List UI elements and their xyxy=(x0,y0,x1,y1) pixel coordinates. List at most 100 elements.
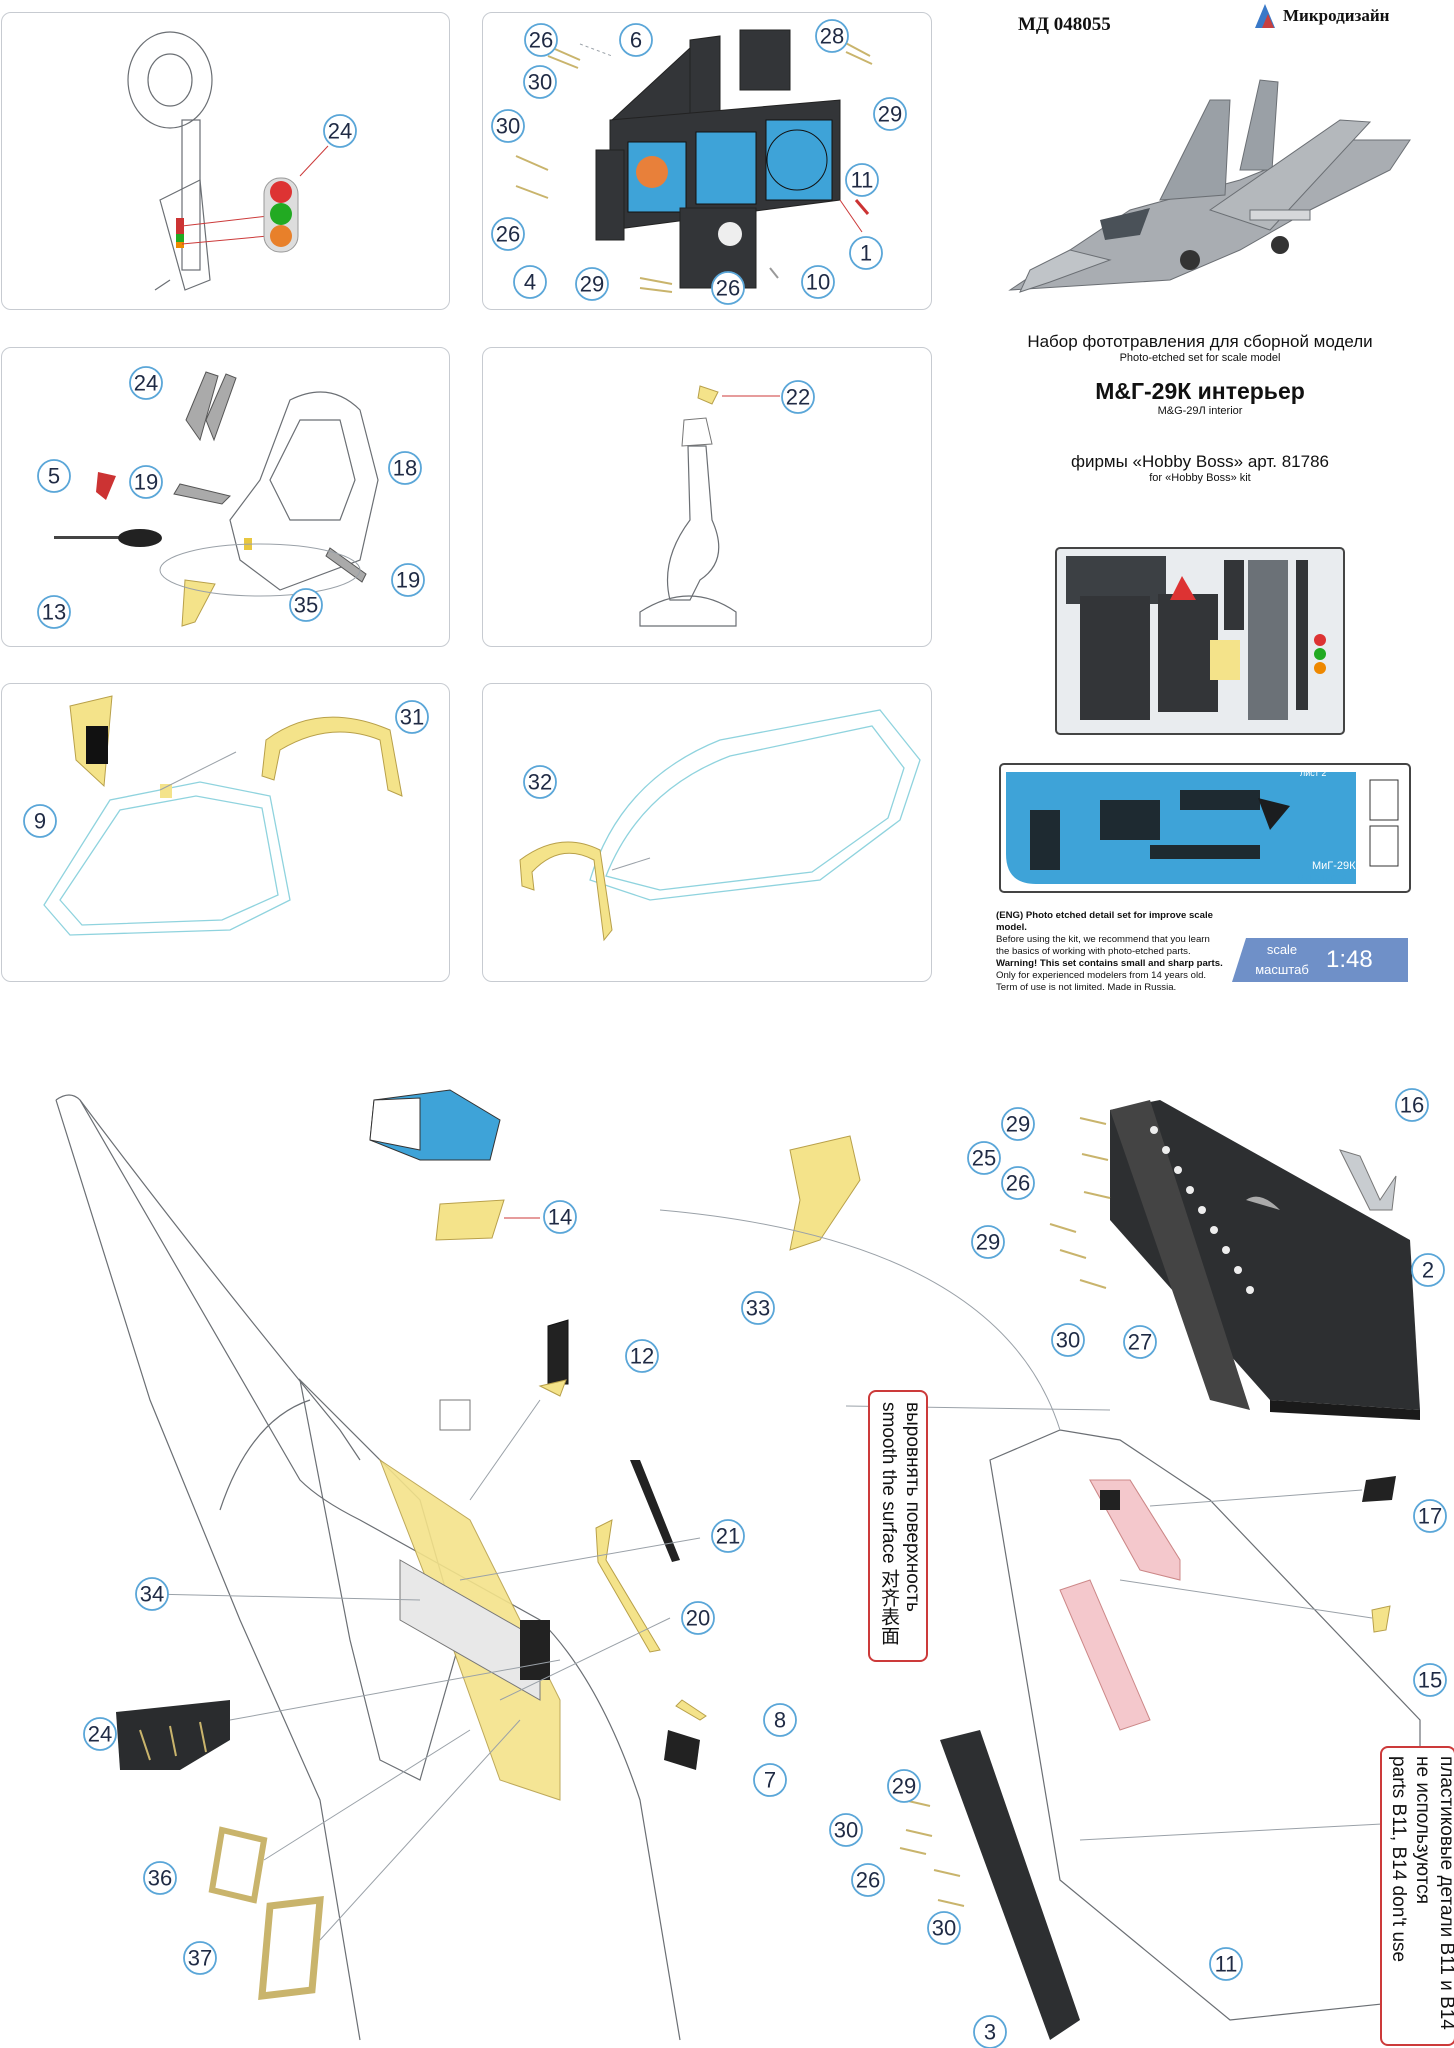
callout-number: 29 xyxy=(580,272,604,297)
callout-ring xyxy=(781,380,815,414)
eng-notes: (ENG) Photo etched detail set for improv… xyxy=(996,910,1236,994)
unused-parts-note: пластиковые детали B11 и B14 не использу… xyxy=(1380,1746,1454,2046)
callout-number: 24 xyxy=(88,1722,112,1747)
callout-number: 12 xyxy=(630,1344,654,1369)
part-24-lower xyxy=(116,1700,230,1770)
callout-number: 26 xyxy=(716,276,740,301)
part-callout: 5 xyxy=(37,459,71,493)
part-callout: 26 xyxy=(851,1863,885,1897)
part-callout: 24 xyxy=(323,114,357,148)
rear-cockpit-box xyxy=(989,1429,1421,2021)
fret-sheet-label: лист 2 xyxy=(1300,768,1327,778)
part-callout: 30 xyxy=(927,1911,961,1945)
callout-number: 32 xyxy=(528,770,552,795)
callout-ring xyxy=(741,1291,775,1325)
callout-number: 26 xyxy=(496,222,520,247)
callout-number: 10 xyxy=(806,270,830,295)
control-stick-drawing xyxy=(639,385,780,627)
callout-number: 29 xyxy=(976,1230,1000,1255)
callout-number: 30 xyxy=(1056,1328,1080,1353)
part-callout: 16 xyxy=(1395,1088,1429,1122)
fret-plane-label: МиГ-29К xyxy=(1312,860,1356,872)
callout-number: 29 xyxy=(892,1774,916,1799)
callout-ring xyxy=(289,588,323,622)
part-callout: 14 xyxy=(543,1200,577,1234)
part-callout: 12 xyxy=(625,1339,659,1373)
eng-line: Term of use is not limited. Made in Russ… xyxy=(996,982,1177,993)
callout-number: 34 xyxy=(140,1582,164,1607)
callout-number: 11 xyxy=(851,168,874,193)
callout-ring xyxy=(887,1769,921,1803)
callout-ring xyxy=(323,114,357,148)
en-subtitle: Photo-etched set for scale model xyxy=(1119,352,1281,364)
callout-ring xyxy=(763,1703,797,1737)
callout-ring xyxy=(523,65,557,99)
callout-number: 14 xyxy=(548,1205,572,1230)
part-callout: 19 xyxy=(129,465,163,499)
callout-number: 27 xyxy=(1128,1330,1152,1355)
callout-ring xyxy=(23,804,57,838)
callout-ring xyxy=(711,271,745,305)
panel-rear-canopy xyxy=(482,683,932,982)
callout-ring xyxy=(491,217,525,251)
callout-ring xyxy=(873,97,907,131)
callout-ring xyxy=(681,1601,715,1635)
callout-number: 13 xyxy=(42,600,66,625)
callout-number: 22 xyxy=(786,385,810,410)
part-callout: 24 xyxy=(129,366,163,400)
front-canopy-drawing xyxy=(43,695,403,936)
part-callout: 22 xyxy=(781,380,815,414)
eng-line: (ENG) Photo etched detail set for improv… xyxy=(996,910,1213,933)
part-callout: 10 xyxy=(801,265,835,299)
eng-line: the basics of working with photo-etched … xyxy=(996,946,1191,957)
callout-number: 24 xyxy=(328,119,352,144)
part-callout: 30 xyxy=(491,109,525,143)
part-37 xyxy=(258,1896,324,2000)
callout-ring xyxy=(1001,1166,1035,1200)
callout-number: 29 xyxy=(1006,1112,1030,1137)
part-callout: 36 xyxy=(143,1861,177,1895)
kit-block: фирмы «Hobby Boss» арт. 81786 for «Hobby… xyxy=(1000,452,1400,484)
callout-number: 36 xyxy=(148,1866,172,1891)
part-20 xyxy=(595,1519,661,1653)
callout-number: 26 xyxy=(1006,1171,1030,1196)
callout-ring xyxy=(37,459,71,493)
en-title: M&G-29Л interior xyxy=(1157,405,1243,417)
part-callout: 30 xyxy=(1051,1323,1085,1357)
callout-ring xyxy=(395,700,429,734)
product-code: МД 048055 xyxy=(1018,14,1111,35)
part-36 xyxy=(208,1826,268,1904)
part-callout: 9 xyxy=(23,804,57,838)
callout-number: 25 xyxy=(972,1146,996,1171)
part-14-group xyxy=(369,1089,540,1241)
part-callout: 26 xyxy=(1001,1166,1035,1200)
part-callout: 26 xyxy=(524,23,558,57)
callout-number: 28 xyxy=(820,24,844,49)
callout-number: 5 xyxy=(48,464,60,489)
callout-ring xyxy=(129,465,163,499)
callout-ring xyxy=(1411,1253,1445,1287)
ejection-seat-drawing xyxy=(54,371,379,627)
smooth-note-ru: выровнять поверхность xyxy=(902,1402,923,1612)
panel-landing-gear xyxy=(1,12,450,310)
callout-number: 35 xyxy=(294,593,318,618)
callout-ring xyxy=(753,1763,787,1797)
callout-number: 24 xyxy=(134,371,158,396)
callout-number: 30 xyxy=(528,70,552,95)
main-fuselage-drawing xyxy=(55,1094,681,2041)
callout-number: 11 xyxy=(1215,1952,1238,1977)
part-callout: 29 xyxy=(575,267,609,301)
part-callout: 1 xyxy=(849,236,883,270)
part-callout: 7 xyxy=(753,1763,787,1797)
callout-ring xyxy=(1413,1499,1447,1533)
part-15 xyxy=(1371,1605,1391,1633)
unused-parts-ru-2: не используются xyxy=(1412,1756,1433,1904)
callout-number: 19 xyxy=(134,470,158,495)
title-block: М&Г-29К интерьер M&G-29Л interior xyxy=(1000,378,1400,417)
part-callout: 30 xyxy=(829,1813,863,1847)
callout-ring xyxy=(801,265,835,299)
callout-number: 15 xyxy=(1418,1668,1442,1693)
